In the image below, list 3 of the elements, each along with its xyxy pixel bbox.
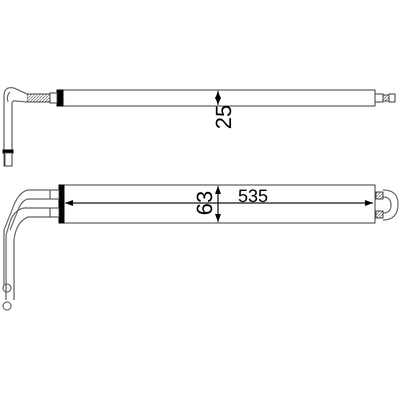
dimension-label: 535 <box>238 187 268 205</box>
dimension-label: 25 <box>213 104 236 130</box>
dimension-label: 63 <box>194 190 216 216</box>
